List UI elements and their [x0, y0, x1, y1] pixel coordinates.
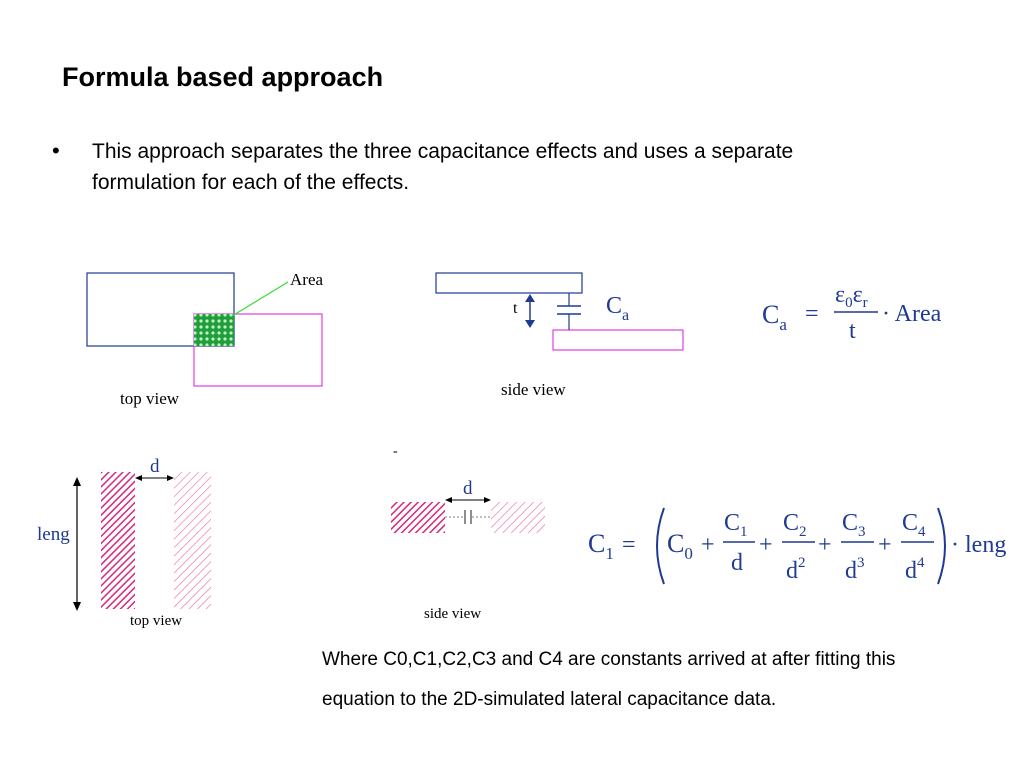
- footnote: Where C0,C1,C2,C3 and C4 are constants a…: [322, 640, 1002, 720]
- spacing-label-top: d: [150, 456, 160, 477]
- area-formula-numerator: ε0εr: [835, 282, 868, 311]
- side-spacing-arrow-head-left: [445, 497, 452, 503]
- dash-mark: -: [393, 444, 398, 459]
- top-view-caption: top view: [120, 389, 180, 408]
- left-paren: [656, 507, 665, 585]
- thickness-arrow-head-down: [525, 320, 535, 328]
- overlap-area: [194, 314, 234, 346]
- term-c2-num: C2: [783, 510, 807, 540]
- side-spacing-arrow-head-right: [484, 497, 491, 503]
- slide-title: Formula based approach: [62, 62, 384, 92]
- term-c1-num: C1: [724, 510, 748, 540]
- thickness-arrow-head-up: [525, 294, 535, 302]
- lateral-formula-equals: =: [622, 532, 636, 558]
- term-c1-den: d: [731, 550, 743, 576]
- area-formula-denominator: t: [849, 318, 856, 344]
- plus-1: +: [701, 532, 715, 558]
- area-formula: Ca = ε0εr t · Area: [762, 282, 942, 344]
- right-conductor-light-hatch: [174, 472, 211, 609]
- length-arrow-head-down: [73, 602, 81, 611]
- lateral-top-view: leng d top view: [37, 456, 211, 629]
- blue-plate-outline: [86, 272, 235, 347]
- area-formula-lhs: Ca: [762, 300, 787, 334]
- lateral-formula-tail: · leng: [951, 532, 1006, 558]
- magenta-plate-outline: [193, 313, 323, 387]
- footnote-line-2: equation to the 2D-simulated lateral cap…: [322, 689, 777, 710]
- footnote-line-1: Where C0,C1,C2,C3 and C4 are constants a…: [322, 649, 896, 670]
- spacing-label-side: d: [463, 478, 473, 499]
- area-formula-equals: =: [805, 301, 819, 327]
- term-c3-den: d3: [845, 555, 865, 584]
- right-paren: [937, 507, 946, 585]
- side-bottom-plate: [552, 329, 684, 351]
- cap-label: Ca: [606, 293, 629, 324]
- side-left-conductor: [391, 502, 445, 533]
- bullet-marker: •: [52, 138, 60, 163]
- plus-3: +: [818, 532, 832, 558]
- lateral-formula: C1 = C0 + C1 d + C2 d2 + C3 d3 + C4 d4 ·…: [588, 507, 1006, 585]
- side-view-caption: side view: [501, 380, 566, 399]
- term-c3-num: C3: [842, 510, 866, 540]
- left-conductor-dense-hatch: [101, 472, 135, 609]
- lateral-side-view: - d side view: [391, 444, 545, 622]
- area-formula-tail: · Area: [882, 301, 942, 327]
- term-c2-den: d2: [786, 555, 806, 584]
- bullet-text: This approach separates the three capaci…: [92, 140, 794, 194]
- side-right-conductor: [491, 502, 545, 533]
- term-c0: C0: [667, 529, 693, 563]
- area-leader-line: [231, 281, 289, 317]
- spacing-arrow-head-right: [167, 475, 174, 481]
- area-top-view: Area top view: [86, 270, 323, 408]
- length-label: leng: [37, 524, 70, 545]
- term-c4-num: C4: [902, 510, 926, 540]
- area-label: Area: [290, 270, 323, 289]
- length-arrow-head-up: [73, 477, 81, 486]
- spacing-arrow-head-left: [135, 475, 142, 481]
- lateral-side-view-caption: side view: [424, 606, 481, 622]
- plus-2: +: [759, 532, 773, 558]
- plus-4: +: [878, 532, 892, 558]
- thickness-label: t: [513, 300, 518, 317]
- lateral-top-view-caption: top view: [130, 613, 182, 629]
- lateral-formula-lhs: C1: [588, 529, 614, 563]
- area-side-view: t Ca side view: [435, 272, 684, 399]
- term-c4-den: d4: [905, 555, 925, 584]
- side-top-plate: [435, 272, 583, 294]
